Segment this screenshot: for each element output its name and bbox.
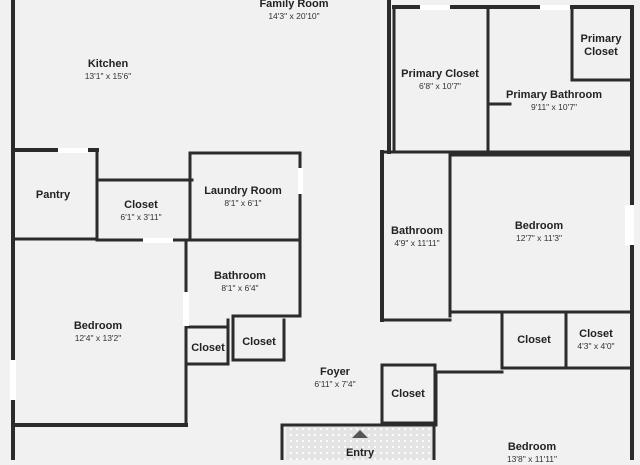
room-name: Closet xyxy=(124,199,158,211)
window-marker xyxy=(58,148,88,153)
room-label-closet-a: Closet xyxy=(191,342,225,355)
room-name: Entry xyxy=(345,447,375,459)
room-name: Closet xyxy=(191,342,225,354)
window-marker xyxy=(298,168,303,194)
room-label-kitchen: Kitchen 13'1" x 15'6" xyxy=(85,58,132,82)
room-label-bathroom-right: Bathroom 4'9" x 11'11" xyxy=(391,225,443,249)
room-label-laundry-room: Laundry Room 8'1" x 6'1" xyxy=(204,185,282,209)
room-dimensions: 6'11" x 7'4" xyxy=(314,379,356,389)
room-name: Bathroom xyxy=(214,270,266,282)
room-label-primary-bathroom: Primary Bathroom 9'11" x 10'7" xyxy=(506,89,602,113)
room-dimensions: 13'8" x 11'11" xyxy=(506,454,558,464)
room-dimensions: 4'3" x 4'0" xyxy=(577,341,615,351)
room-label-primary-closet: Primary Closet 6'8" x 10'7" xyxy=(401,68,479,92)
room-dimensions: 4'9" x 11'11" xyxy=(394,238,440,248)
window-marker xyxy=(540,5,570,10)
room-label-bedroom-left: Bedroom 12'4" x 13'2" xyxy=(74,320,122,344)
room-dimensions: 13'1" x 15'6" xyxy=(84,71,132,81)
window-marker xyxy=(143,238,173,243)
room-dimensions: 8'1" x 6'4" xyxy=(221,283,259,293)
room-label-bathroom-mid: Bathroom 8'1" x 6'4" xyxy=(214,270,266,294)
room-name: Closet xyxy=(517,334,551,346)
room-label-family-room: Family Room 14'3" x 20'10" xyxy=(259,0,328,22)
window-marker xyxy=(10,360,16,400)
room-name-line-1: Primary xyxy=(580,33,622,45)
room-name: Closet xyxy=(579,328,613,340)
room-name: Foyer xyxy=(320,366,350,378)
room-dimensions: 14'3" x 20'10" xyxy=(268,11,320,21)
room-label-closet-kitchen: Closet 6'1" x 3'11" xyxy=(120,199,161,223)
room-dimensions: 6'1" x 3'11" xyxy=(120,212,162,222)
window-marker xyxy=(625,205,634,245)
window-marker xyxy=(420,5,450,10)
room-name: Pantry xyxy=(35,189,71,201)
room-name: Closet xyxy=(242,336,276,348)
room-name: Laundry Room xyxy=(204,185,282,197)
entry-arrow-icon xyxy=(352,430,368,438)
room-dimensions: 12'7" x 11'3" xyxy=(516,233,562,243)
room-dimensions: 12'4" x 13'2" xyxy=(74,333,122,343)
room-dimensions: 9'11" x 10'7" xyxy=(530,102,577,112)
room-name: Bedroom xyxy=(514,220,564,232)
room-name: Primary Bathroom xyxy=(506,89,602,101)
window-marker xyxy=(183,292,189,326)
room-label-bedroom-right: Bedroom 12'7" x 11'3" xyxy=(515,220,563,244)
room-label-closet-b: Closet xyxy=(242,336,276,349)
room-name: Bathroom xyxy=(391,225,443,237)
room-dimensions: 6'8" x 10'7" xyxy=(419,81,461,91)
room-name: Primary Closet xyxy=(401,68,479,80)
room-label-bedroom-bottom: Bedroom 13'8" x 11'11" xyxy=(507,441,557,465)
room-name: Family Room xyxy=(259,0,329,10)
room-name: Closet xyxy=(391,388,425,400)
room-name-line-2: Closet xyxy=(584,46,618,58)
room-dimensions: 8'1" x 6'1" xyxy=(224,198,262,208)
room-label-primary-closet-small: Primary Closet xyxy=(581,33,622,59)
room-name: Bedroom xyxy=(507,441,557,453)
room-label-closet-d: Closet 4'3" x 4'0" xyxy=(577,328,614,352)
room-label-foyer: Foyer 6'11" x 7'4" xyxy=(314,366,355,390)
room-label-entry: Entry xyxy=(346,447,374,460)
room-name: Bedroom xyxy=(73,320,123,332)
room-label-pantry: Pantry xyxy=(36,189,70,202)
room-label-closet-c: Closet xyxy=(517,334,551,347)
room-name: Kitchen xyxy=(87,58,129,70)
room-label-closet-e: Closet xyxy=(391,388,425,401)
